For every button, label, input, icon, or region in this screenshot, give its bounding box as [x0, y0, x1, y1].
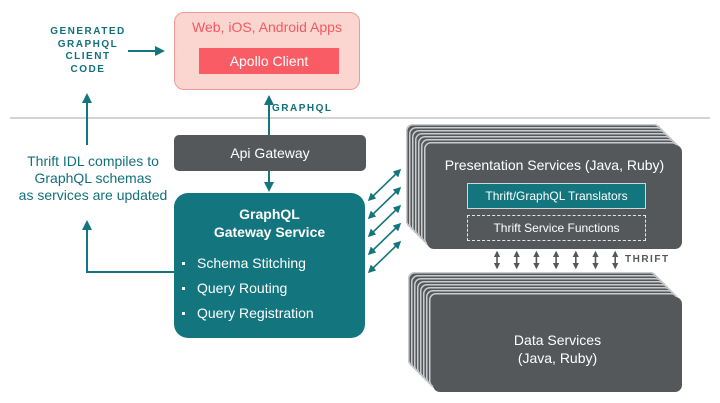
generated-code-line: CLIENT — [65, 51, 111, 62]
feature-label: Schema Stitching — [197, 255, 306, 271]
feature-item: Query Routing — [182, 276, 314, 301]
graphql-protocol-label: GRAPHQL — [272, 103, 333, 114]
bidirectional-arrow — [367, 204, 402, 238]
generated-code-line: GENERATED — [50, 26, 126, 37]
feature-label: Query Registration — [197, 305, 314, 321]
note-line: as services are updated — [18, 187, 168, 203]
gateway-presentation-arrows — [367, 168, 402, 274]
api-gateway-box: Api Gateway — [174, 135, 366, 171]
thrift-arrows — [493, 250, 619, 270]
gateway-service-title-line: Gateway Service — [213, 224, 326, 240]
thrift-protocol-label: THRIFT — [625, 254, 670, 265]
translators-box: Thrift/GraphQL Translators — [467, 183, 646, 209]
apollo-client-box: Apollo Client — [199, 48, 339, 74]
data-services-line: (Java, Ruby) — [517, 350, 598, 366]
data-services-line: Data Services — [513, 332, 602, 348]
service-functions-box: Thrift Service Functions — [467, 215, 646, 241]
bullet-icon — [182, 312, 185, 315]
section-divider — [10, 117, 710, 119]
note-line: Thrift IDL compiles to — [27, 153, 159, 169]
generated-code-label: GENERATED GRAPHQL CLIENT CODE — [38, 26, 138, 76]
gateway-service-title-line: GraphQL — [239, 206, 300, 222]
client-apps-title: Web, iOS, Android Apps — [192, 19, 342, 35]
gateway-service-title: GraphQL Gateway Service — [174, 205, 365, 241]
bullet-icon — [182, 262, 185, 265]
feature-label: Query Routing — [197, 280, 288, 296]
generated-code-line: GRAPHQL — [57, 38, 119, 50]
note-line: GraphQL schemas — [34, 170, 152, 186]
data-services-box — [433, 297, 682, 392]
bidirectional-arrow — [367, 240, 402, 274]
generated-code-line: CODE — [70, 63, 106, 75]
bidirectional-arrow — [367, 168, 402, 202]
presentation-services-title: Presentation Services (Java, Ruby) — [444, 157, 665, 173]
bullet-icon — [182, 287, 185, 290]
feature-item: Query Registration — [182, 301, 314, 326]
bidirectional-arrow — [367, 222, 402, 256]
graphql-gateway-service-box: GraphQL Gateway Service Schema Stitching… — [174, 193, 365, 338]
bidirectional-arrow — [367, 186, 402, 220]
thrift-idl-note: Thrift IDL compiles to GraphQL schemas a… — [14, 153, 172, 204]
data-services-title: Data Services (Java, Ruby) — [433, 331, 682, 367]
gateway-feature-list: Schema Stitching Query Routing Query Reg… — [182, 251, 314, 326]
gateway-to-note-arrow — [82, 220, 174, 273]
feature-item: Schema Stitching — [182, 251, 314, 276]
